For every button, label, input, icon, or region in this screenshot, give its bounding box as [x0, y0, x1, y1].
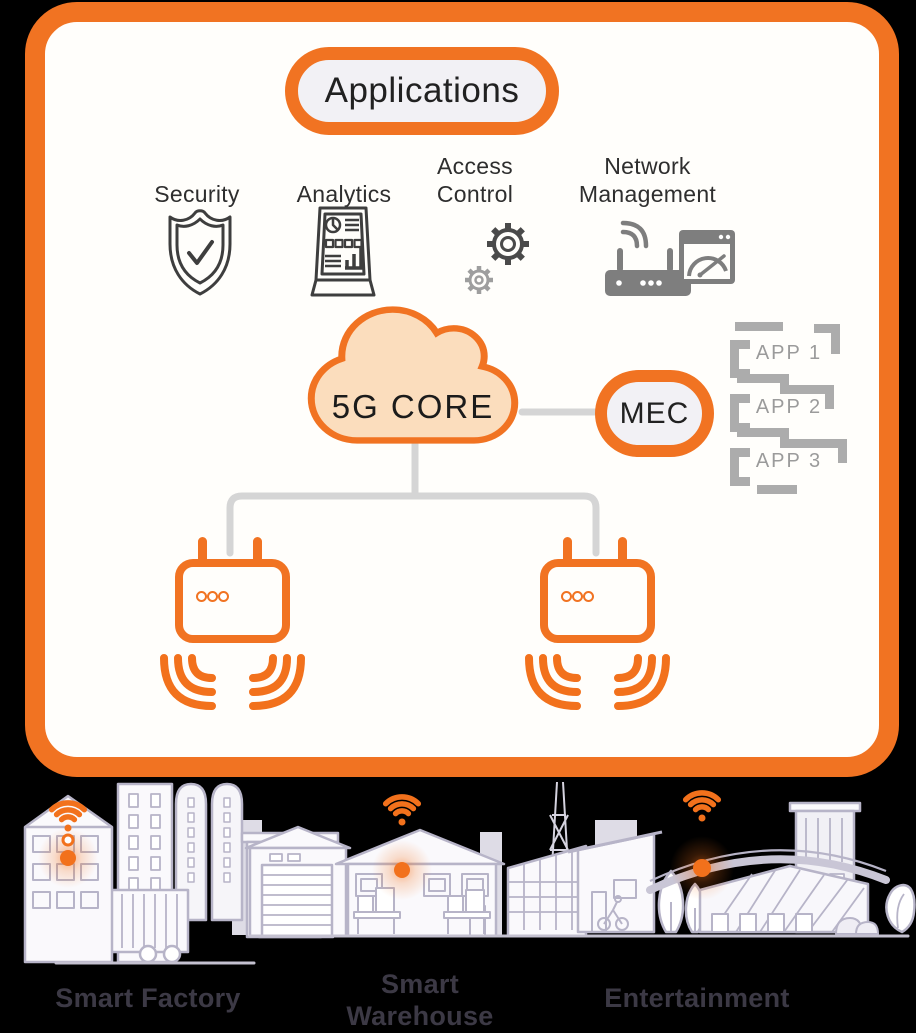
router-led [196, 591, 207, 602]
bracket-decoration [831, 324, 840, 354]
router-led [218, 591, 229, 602]
scene-label-smart-warehouse: Smart Warehouse [346, 969, 494, 1032]
router-dashboard-icon [605, 220, 735, 296]
router-antenna [198, 537, 207, 563]
wifi-icon [682, 790, 722, 822]
bracket-decoration [825, 385, 834, 409]
entertainment-scene [567, 801, 916, 935]
applications-badge: Applications [285, 47, 559, 135]
edge-app-label: APP 3 [755, 450, 823, 472]
wifi-beacon-icons [48, 790, 722, 847]
router-antenna [618, 537, 627, 563]
bracket-decoration [814, 324, 840, 333]
bracket-decoration [730, 394, 739, 432]
router-led [561, 591, 572, 602]
router-led [583, 591, 594, 602]
shield-check-icon [168, 209, 232, 296]
feature-label-network-management: Network Management [578, 152, 717, 207]
gateway-router-right [540, 559, 655, 643]
router-led [572, 591, 583, 602]
bracket-decoration [780, 439, 834, 448]
bracket-decoration [757, 485, 797, 494]
bracket-decoration [737, 374, 789, 383]
city-skyline-illustration [23, 781, 916, 965]
wifi-icon [382, 794, 422, 826]
5g-core-cloud [307, 306, 519, 444]
radio-waves-icon [160, 654, 305, 710]
router-antenna [563, 537, 572, 563]
scene-label-smart-factory: Smart Factory [55, 983, 241, 1013]
wifi-icon [48, 800, 88, 847]
bracket-decoration [730, 477, 750, 486]
mec-label: MEC [619, 396, 690, 430]
scene-label-entertainment: Entertainment [604, 983, 790, 1013]
feature-label-access-control: Access Control [436, 152, 514, 207]
analytics-kiosk-icon [310, 206, 376, 297]
bracket-decoration [730, 423, 750, 432]
bracket-decoration [780, 374, 789, 394]
ground-line [54, 934, 910, 965]
mec-badge: MEC [595, 370, 714, 457]
gears-icon [465, 223, 529, 294]
iot-glow-spots [38, 828, 734, 900]
bracket-decoration [730, 448, 750, 457]
bracket-decoration [730, 340, 739, 378]
bracket-decoration [821, 439, 847, 448]
edge-app-label: APP 2 [755, 396, 823, 418]
bracket-decoration [735, 322, 783, 331]
connector-lines [226, 408, 600, 557]
bracket-decoration [730, 394, 750, 403]
bracket-decoration [737, 428, 789, 437]
bracket-decoration [730, 448, 739, 486]
radio-waves-icon [525, 654, 670, 710]
5g-core-label: 5G CORE [331, 388, 495, 425]
bracket-decoration [780, 385, 834, 394]
bracket-decoration [730, 340, 750, 349]
feature-label-analytics: Analytics [296, 180, 392, 207]
applications-label: Applications [324, 71, 520, 110]
gateway-router-left [175, 559, 290, 643]
bracket-decoration [780, 428, 789, 448]
router-led [207, 591, 218, 602]
feature-label-security: Security [154, 180, 240, 207]
bracket-decoration [838, 439, 847, 463]
bracket-decoration [730, 369, 750, 378]
router-antenna [253, 537, 262, 563]
edge-app-label: APP 1 [755, 342, 823, 364]
